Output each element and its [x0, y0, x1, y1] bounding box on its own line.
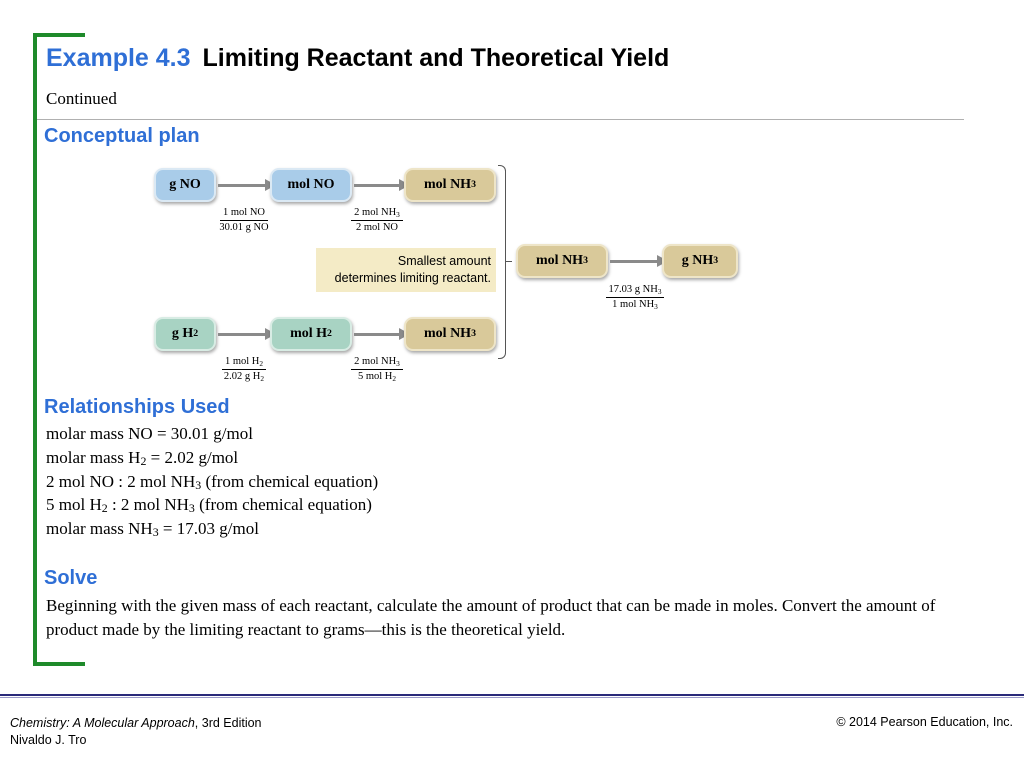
solve-heading: Solve	[44, 567, 98, 589]
arrow-2	[354, 179, 410, 191]
book-title: Chemistry: A Molecular Approach	[10, 716, 195, 730]
box-mol-no: mol NO	[270, 168, 352, 202]
title-text: Limiting Reactant and Theoretical Yield	[202, 44, 670, 72]
book-author: Nivaldo J. Tro	[10, 733, 87, 747]
fraction-1: 1 mol NO 30.01 g NO	[219, 207, 269, 233]
footer-divider	[0, 694, 1024, 696]
green-bracket-bottom	[33, 662, 85, 666]
arrow-5	[610, 255, 668, 267]
fraction-2: 2 mol NH3 2 mol NO	[346, 206, 408, 235]
arrow-3	[218, 328, 276, 340]
fraction-3: 1 mol H2 2.02 g H2	[221, 356, 267, 383]
relationship-5: molar mass NH3 = 17.03 g/mol	[46, 519, 259, 540]
page-title: Example 4.3 Limiting Reactant and Theoret…	[46, 44, 669, 73]
solve-text: Beginning with the given mass of each re…	[46, 596, 936, 639]
relationship-1: molar mass NO = 30.01 g/mol	[46, 424, 253, 443]
brace-tick	[506, 261, 512, 262]
relationship-2: molar mass H2 = 2.02 g/mol	[46, 447, 239, 468]
copyright-notice: © 2014 Pearson Education, Inc.	[836, 715, 1013, 729]
continued-label: Continued	[46, 89, 117, 108]
limiting-reactant-callout: Smallest amount determines limiting reac…	[316, 248, 496, 292]
conceptual-plan-heading: Conceptual plan	[44, 125, 200, 147]
green-bracket-left	[33, 33, 37, 666]
footer-divider-light	[0, 697, 1024, 698]
bracket-brace	[498, 165, 506, 359]
relationship-3: 2 mol NO : 2 mol NH3 (from chemical equa…	[46, 471, 379, 492]
title-divider	[37, 119, 964, 120]
box-g-no: g NO	[154, 168, 216, 202]
relationships-list: molar mass NO = 30.01 g/mol molar mass H…	[46, 422, 378, 541]
green-bracket-top	[33, 33, 85, 37]
fraction-4: 2 mol NH3 5 mol H2	[346, 355, 408, 384]
relationship-4: 5 mol H2 : 2 mol NH3 (from chemical equa…	[46, 495, 372, 516]
book-edition: , 3rd Edition	[194, 716, 262, 730]
example-number: Example 4.3	[46, 44, 191, 72]
arrow-1	[218, 179, 276, 191]
fraction-5: 17.03 g NH3 1 mol NH3	[600, 283, 670, 312]
footer-citation: Chemistry: A Molecular Approach, 3rd Edi…	[10, 715, 262, 749]
relationships-heading: Relationships Used	[44, 396, 230, 418]
arrow-4	[354, 328, 410, 340]
